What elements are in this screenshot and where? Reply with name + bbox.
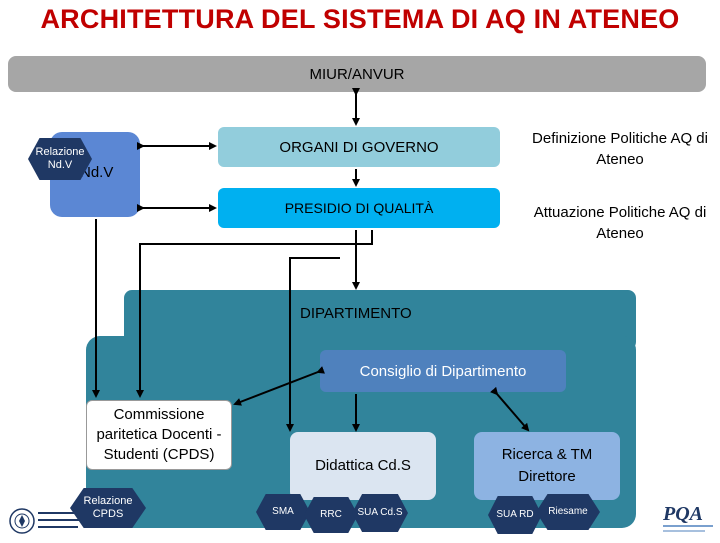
rrc-hexagon: RRC bbox=[304, 497, 358, 533]
diagram-title: ARCHITETTURA DEL SISTEMA DI AQ IN ATENEO bbox=[40, 4, 680, 34]
organi-di-governo-box: ORGANI DI GOVERNO bbox=[218, 127, 500, 167]
sua-cds-hexagon: SUA Cd.S bbox=[352, 494, 408, 532]
ricerca-tm-box: Ricerca & TM Direttore bbox=[474, 432, 620, 500]
pqa-logo-icon: PQA bbox=[662, 503, 713, 532]
sua-rd-hexagon: SUA RD bbox=[488, 496, 542, 534]
dipartimento-label: DIPARTIMENTO bbox=[300, 305, 412, 322]
miur-anvur-label: MIUR/ANVUR bbox=[309, 65, 405, 83]
riesame-hexagon: Riesame bbox=[536, 494, 600, 530]
sma-hexagon: SMA bbox=[256, 494, 310, 530]
miur-anvur-box: MIUR/ANVUR bbox=[8, 56, 706, 92]
ndv-label: Nd.V bbox=[80, 164, 114, 181]
university-seal-icon bbox=[9, 508, 84, 534]
definizione-politiche-text: Definizione Politiche AQ di Ateneo bbox=[532, 130, 708, 168]
didattica-cds-box: Didattica Cd.S bbox=[290, 432, 436, 500]
presidio-qualita-box: PRESIDIO DI QUALITÀ bbox=[218, 188, 500, 228]
svg-text:PQA: PQA bbox=[662, 503, 703, 525]
relazione-cpds-hexagon: Relazione CPDS bbox=[70, 488, 146, 528]
relazione-ndv-hexagon: Relazione Nd.V bbox=[28, 138, 92, 180]
cpds-box: Commissione paritetica Docenti -Studenti… bbox=[86, 400, 232, 470]
pqa-logo: PQA bbox=[655, 498, 717, 538]
university-logo bbox=[8, 505, 86, 537]
attuazione-politiche-text: Attuazione Politiche AQ di Ateneo bbox=[533, 204, 707, 242]
consiglio-dipartimento-box: Consiglio di Dipartimento bbox=[320, 350, 566, 392]
